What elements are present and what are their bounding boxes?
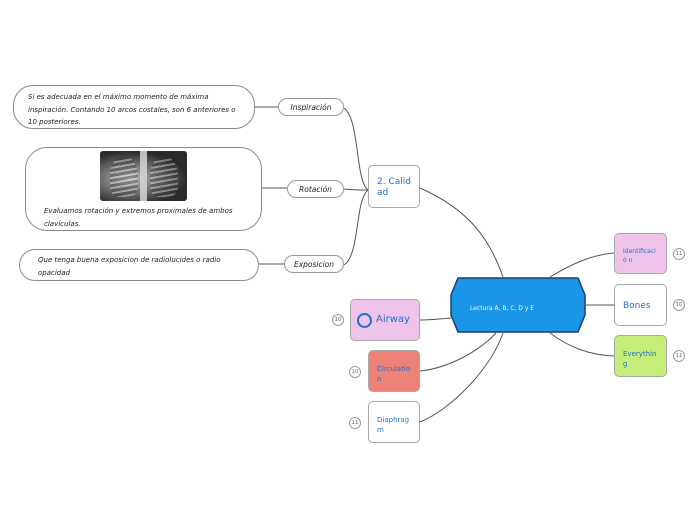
node-calidad-label: 2. Calidad: [377, 177, 411, 198]
link-central-airway: [419, 317, 452, 321]
link-central-calidad: [419, 187, 504, 278]
node-everything-label: Everythin g: [623, 350, 657, 368]
node-rotacion[interactable]: Rotación: [287, 180, 344, 198]
link-central-diaphragm: [419, 332, 504, 423]
node-diaphragm-label: Diaphrag m: [377, 416, 410, 434]
badge-everything: 11: [673, 350, 685, 362]
node-airway[interactable]: Airway: [350, 299, 420, 341]
badge-circulation: 10: [349, 366, 361, 378]
node-airway-label: Airway: [376, 314, 410, 325]
node-inspiracion-label: Inspiración: [290, 102, 332, 112]
central-topic-label: Lectura A, B, C, D y E: [470, 305, 535, 312]
node-rotacion-label: Rotación: [299, 184, 332, 194]
node-everything[interactable]: Everythin g: [614, 335, 667, 377]
note-inspiracion-text: Si es adecuada en el máximo momento de m…: [28, 93, 236, 126]
badge-airway: 10: [332, 314, 344, 326]
link-calidad-inspiracion: [343, 107, 369, 191]
node-calidad[interactable]: 2. Calidad: [368, 165, 420, 208]
badge-identificacion: 11: [673, 248, 685, 260]
node-bones-label: Bones: [623, 301, 651, 311]
node-inspiracion[interactable]: Inspiración: [278, 98, 344, 116]
note-exposicion-text: Que tenga buena exposicion de radiolucid…: [38, 256, 221, 277]
node-exposicion[interactable]: Exposicion: [284, 255, 344, 273]
node-circulation-label: Circulatio n: [377, 365, 411, 383]
node-circulation[interactable]: Circulatio n: [368, 350, 420, 392]
note-rotacion-text: Evaluamos rotación y extremos proximales…: [44, 207, 233, 228]
chest-xray-image: [100, 151, 187, 201]
link-central-circulation: [419, 332, 497, 372]
note-inspiracion[interactable]: Si es adecuada en el máximo momento de m…: [13, 85, 255, 129]
node-diaphragm[interactable]: Diaphrag m: [368, 401, 420, 443]
badge-diaphragm: 11: [349, 417, 361, 429]
node-identificacion-label: Identificació n: [623, 248, 656, 264]
node-exposicion-label: Exposicion: [293, 259, 335, 269]
note-exposicion[interactable]: Que tenga buena exposicion de radiolucid…: [19, 249, 259, 281]
node-identificacion[interactable]: Identificació n: [614, 233, 667, 274]
badge-bones: 10: [673, 299, 685, 311]
link-calidad-exposicion: [343, 189, 369, 266]
link-calidad-rotacion: [343, 188, 369, 191]
circle-icon: [357, 312, 372, 328]
central-shape: [450, 277, 586, 333]
central-topic[interactable]: Lectura A, B, C, D y E: [450, 277, 586, 333]
link-central-identificacion: [549, 252, 615, 278]
link-central-everything: [549, 332, 615, 357]
node-bones[interactable]: Bones: [614, 284, 667, 326]
